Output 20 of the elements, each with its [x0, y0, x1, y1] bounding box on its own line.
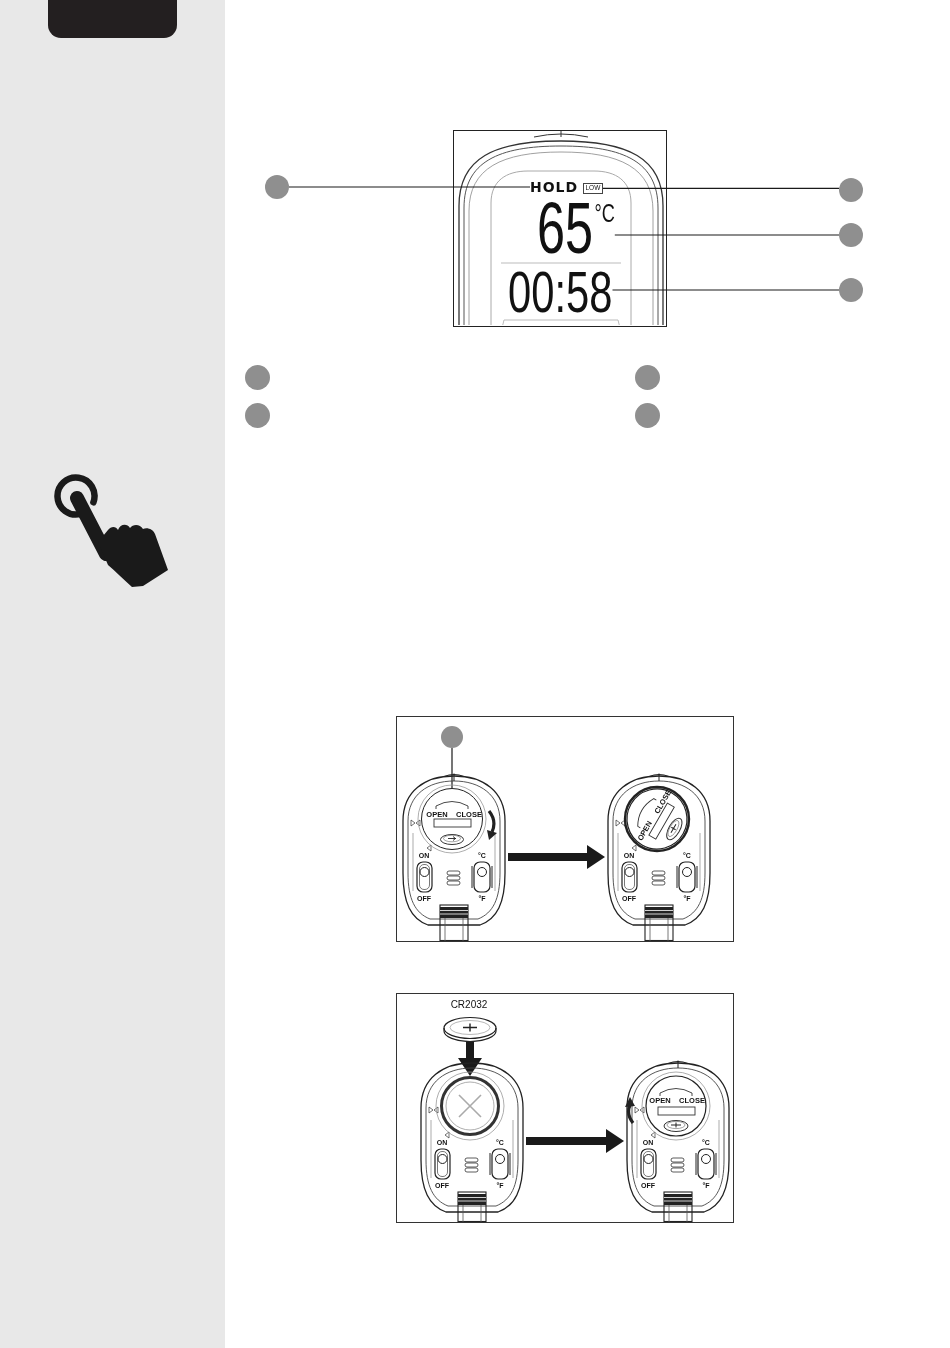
leader-line	[288, 186, 531, 188]
hold-indicator: HOLD	[530, 180, 579, 194]
callout-dot-icon	[839, 223, 863, 247]
callout-dot-icon	[245, 403, 270, 428]
callout-dot-icon	[265, 175, 289, 199]
callout-dot-icon	[839, 178, 863, 202]
callout-dot-icon	[635, 403, 660, 428]
temperature-reading: 65$^{°C}$	[537, 201, 615, 255]
callout-dot-icon	[839, 278, 863, 302]
leader-line	[611, 289, 840, 291]
callout-dot-icon	[635, 365, 660, 390]
coin-battery-icon	[443, 1016, 497, 1042]
callout-dot-icon	[245, 365, 270, 390]
leader-line	[614, 234, 840, 236]
battery-type-label: CR2032	[450, 1000, 488, 1010]
leader-line	[451, 747, 453, 789]
leader-line	[602, 187, 840, 189]
section-tab	[48, 0, 177, 38]
callout-dot-icon	[441, 726, 463, 748]
timer-reading: 00:58	[508, 270, 613, 314]
